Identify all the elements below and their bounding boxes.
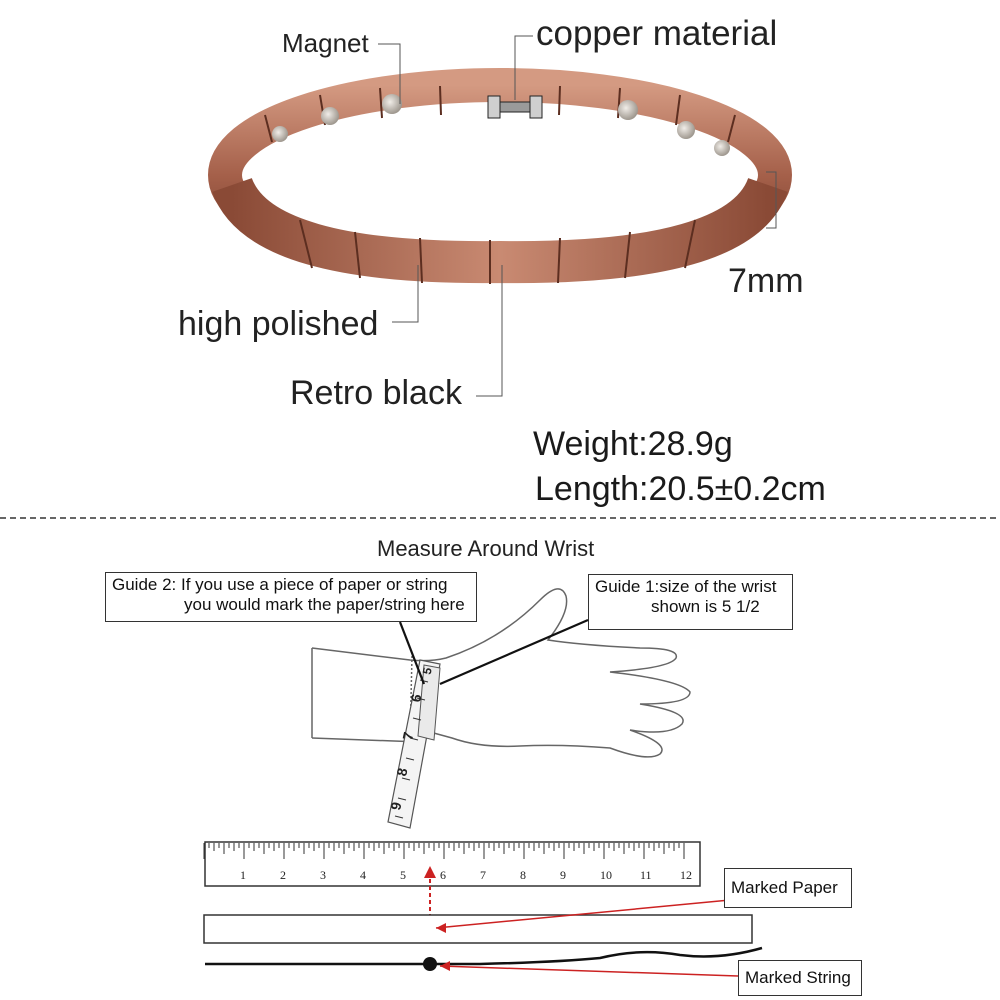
ruler-number: 6 — [440, 868, 446, 882]
bracelet-illustration — [0, 35, 1000, 519]
guide-1-line-1: Guide 1:size of the wrist — [595, 577, 777, 596]
ruler-number: 2 — [280, 868, 286, 882]
string-line — [205, 946, 763, 966]
marked-string-label: Marked String — [738, 960, 862, 996]
bracelet-band-front — [212, 176, 788, 284]
paper-strip — [203, 914, 753, 944]
tape-number: 9 — [387, 800, 405, 812]
ruler-number: 3 — [320, 868, 326, 882]
ruler-number: 7 — [480, 868, 486, 882]
clasp — [487, 95, 543, 119]
ruler — [203, 841, 701, 887]
ruler-number: 9 — [560, 868, 566, 882]
length-spec: Length:20.5±0.2cm — [535, 470, 826, 508]
ruler-number: 11 — [640, 868, 652, 882]
guide-1-line-2: shown is 5 1/2 — [651, 597, 760, 616]
guide-2-box: Guide 2: If you use a piece of paper or … — [105, 572, 477, 622]
high-polished-label: high polished — [178, 305, 379, 343]
ruler-number: 5 — [400, 868, 406, 882]
string-mark — [423, 957, 437, 971]
bracelet-links — [264, 85, 736, 284]
ruler-number: 4 — [360, 868, 366, 882]
copper-material-label: copper material — [536, 14, 778, 53]
weight-spec: Weight:28.9g — [533, 425, 733, 463]
ruler-number: 8 — [520, 868, 526, 882]
magnet-label: Magnet — [282, 28, 369, 58]
tape-number: 6 — [407, 692, 425, 704]
callout-lines — [378, 35, 777, 397]
tape-number: 5 — [419, 666, 435, 676]
tape-number: 8 — [393, 766, 411, 778]
ruler-number: 10 — [600, 868, 612, 882]
guide-2-line-2: you would mark the paper/string here — [184, 595, 465, 614]
retro-black-label: Retro black — [290, 374, 462, 412]
guide-1-box: Guide 1:size of the wrist shown is 5 1/2 — [588, 574, 793, 630]
guide-2-line-1: Guide 2: If you use a piece of paper or … — [112, 575, 448, 594]
tape-number: 7 — [399, 730, 417, 742]
ruler-number: 1 — [240, 868, 246, 882]
marked-paper-label: Marked Paper — [724, 868, 852, 908]
width-label: 7mm — [728, 262, 804, 300]
guide-title: Measure Around Wrist — [377, 536, 595, 561]
magnet-icon — [272, 94, 730, 156]
ruler-number: 12 — [680, 868, 692, 882]
